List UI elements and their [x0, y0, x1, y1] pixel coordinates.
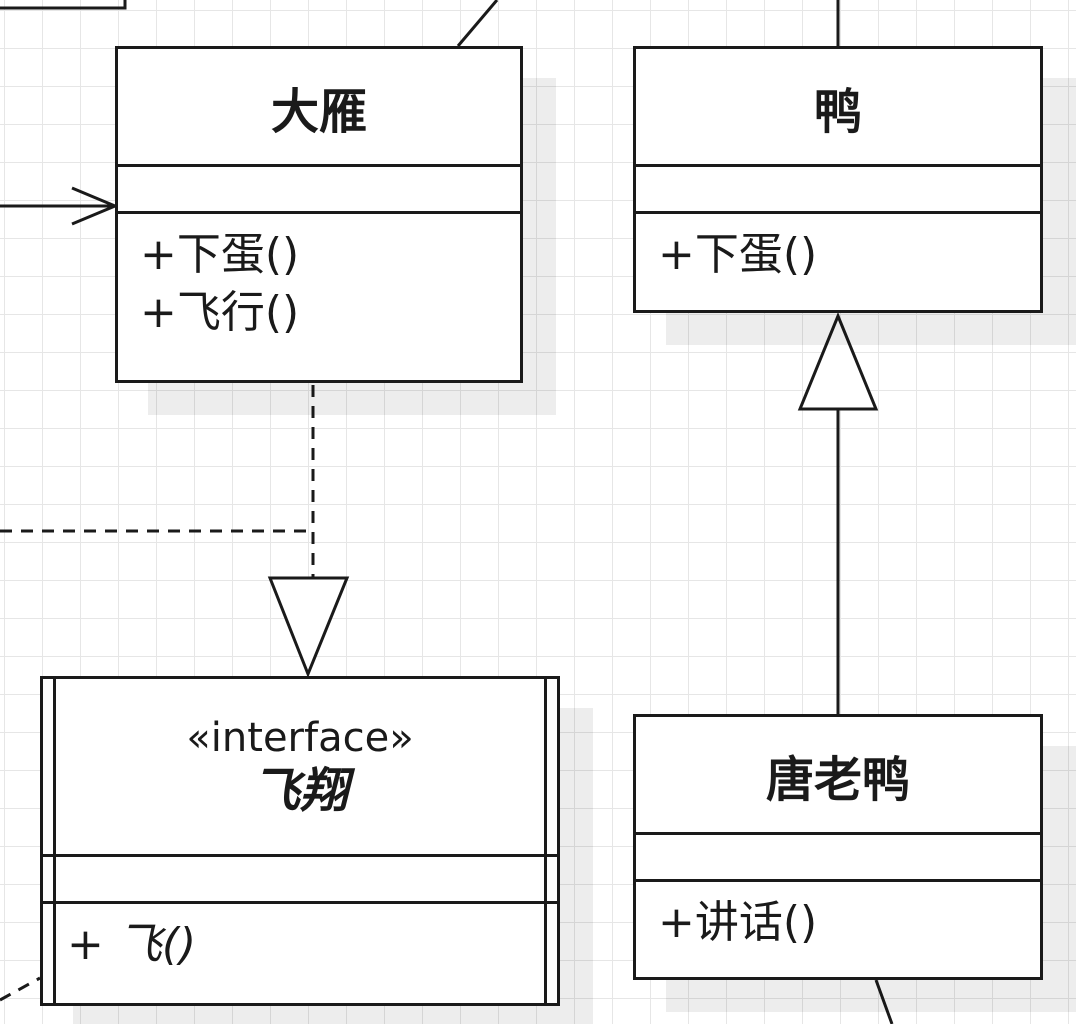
operation-item: +下蛋(): [658, 229, 818, 280]
generalization-triangle: [797, 312, 879, 411]
class-ya[interactable]: 鸭 +下蛋(): [633, 46, 1043, 313]
class-dayan[interactable]: 大雁 +下蛋() +飞行(): [115, 46, 523, 383]
class-ya-name: 鸭: [636, 49, 1040, 167]
interface-operations: + 飞(): [43, 904, 557, 974]
dashed-line-bottom-left: [0, 976, 41, 1002]
class-tanglaoya-operations: +讲话(): [636, 882, 1040, 952]
interface-attributes: [43, 857, 557, 904]
interface-feixiang[interactable]: «interface» 飞翔 + 飞(): [40, 676, 560, 1006]
operation-item: +飞行(): [140, 287, 300, 338]
operation-item: + 飞(): [67, 919, 197, 970]
interface-right-bar: [544, 679, 547, 1003]
class-tanglaoya-name: 唐老鸭: [636, 717, 1040, 835]
class-tanglaoya-attributes: [636, 835, 1040, 882]
operation-item: +讲话(): [658, 897, 818, 948]
partial-box-edge: [0, 0, 127, 10]
class-ya-attributes: [636, 167, 1040, 214]
association-line-top: [456, 0, 499, 47]
class-dayan-name: 大雁: [118, 49, 520, 167]
class-tanglaoya[interactable]: 唐老鸭 +讲话(): [633, 714, 1043, 980]
class-dayan-operations: +下蛋() +飞行(): [118, 214, 520, 342]
interface-left-bar: [53, 679, 56, 1003]
interface-stereotype: «interface»: [186, 714, 414, 761]
interface-header: «interface» 飞翔: [43, 679, 557, 857]
interface-name: 飞翔: [251, 762, 348, 819]
association-line-bottom: [874, 979, 894, 1024]
operation-item: +下蛋(): [140, 229, 300, 280]
realization-triangle: [267, 576, 350, 679]
class-ya-operations: +下蛋(): [636, 214, 1040, 284]
class-dayan-attributes: [118, 167, 520, 214]
